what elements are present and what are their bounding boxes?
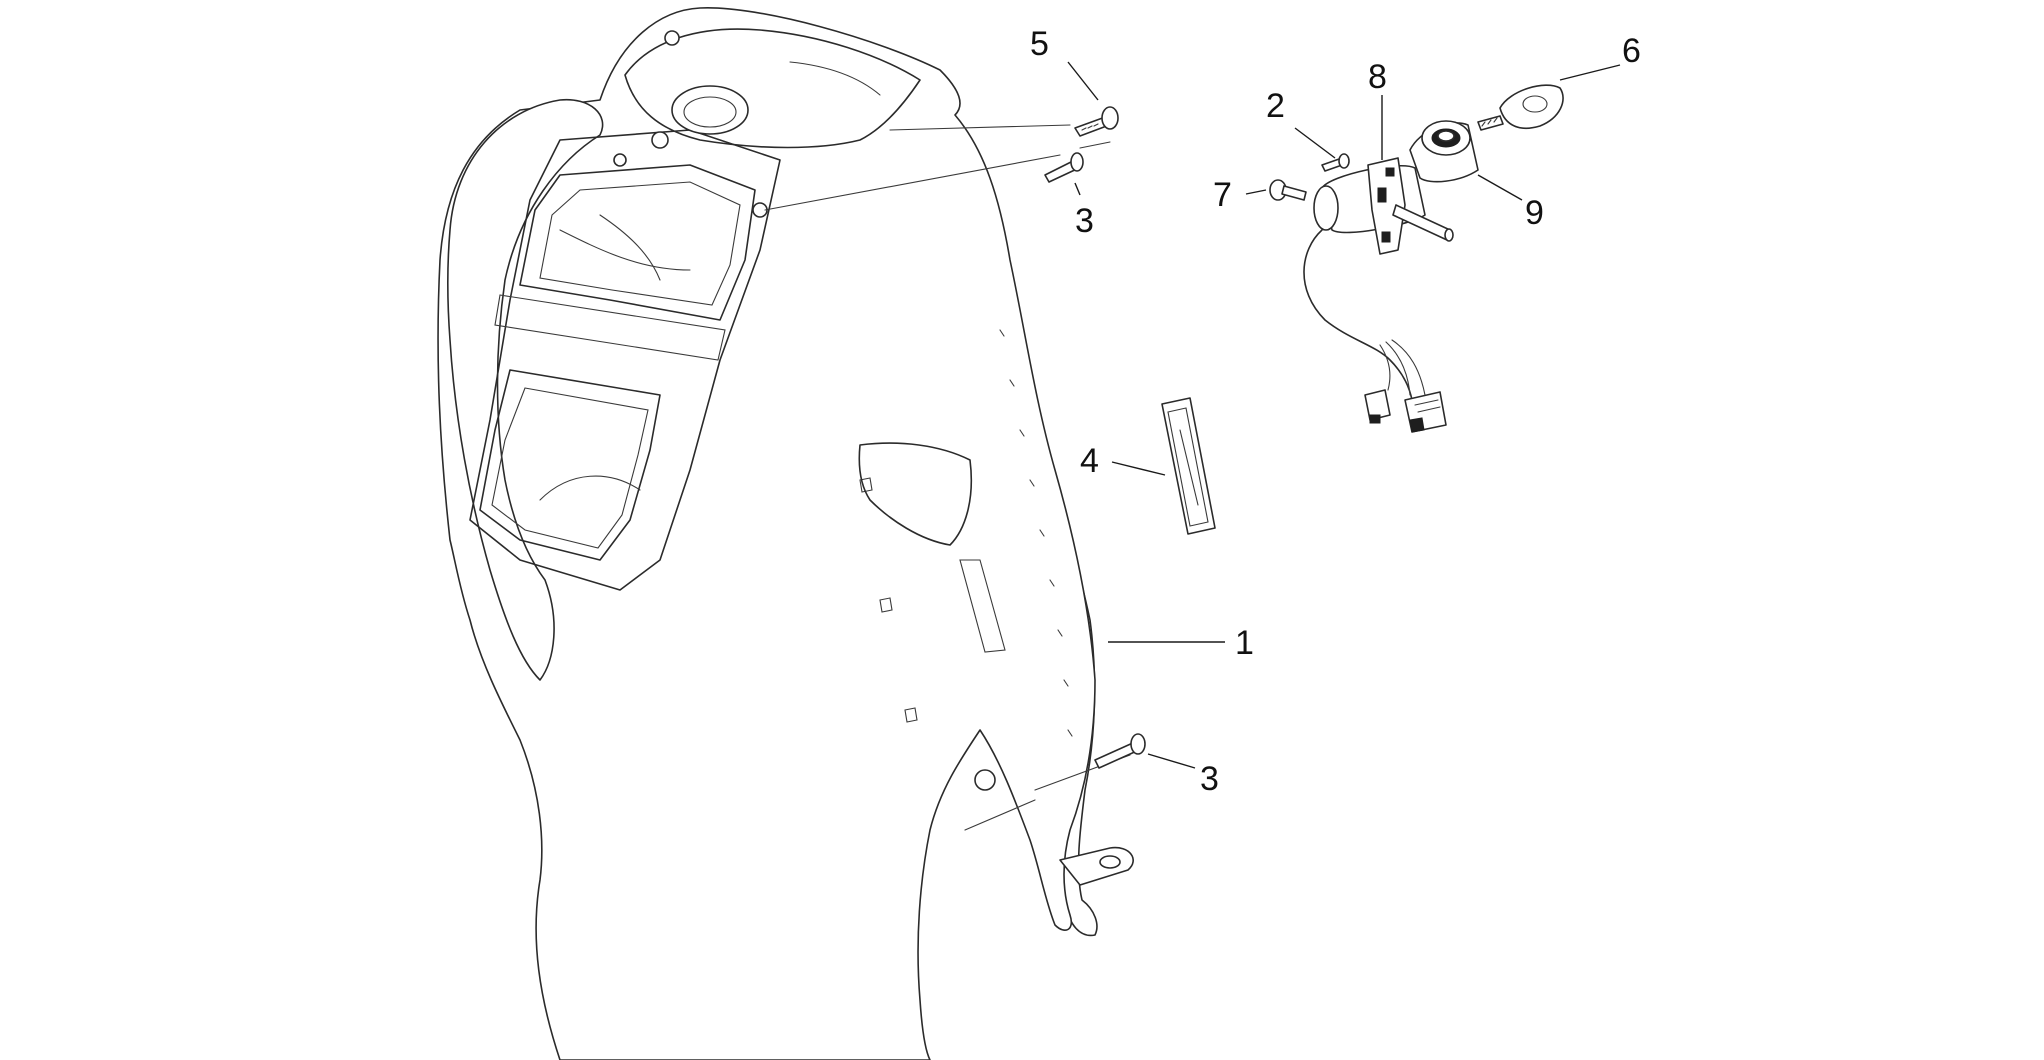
part-7-screw [1269, 179, 1307, 201]
leg-shield-body [437, 7, 1096, 1060]
side-pocket [858, 442, 973, 546]
leader-5 [1067, 61, 1099, 101]
callout-6: 6 [1622, 32, 1641, 70]
callout-3-upper: 3 [1075, 202, 1094, 240]
callout-3-lower: 3 [1200, 760, 1219, 798]
part-9-lock-cylinder [1409, 120, 1479, 183]
leader-7 [1245, 189, 1267, 195]
leader-9 [1477, 174, 1523, 201]
leader-lines [1067, 61, 1621, 769]
leader-6 [1559, 64, 1621, 81]
part-2-screw [1321, 153, 1350, 172]
part-1-leg-shield [437, 7, 1134, 1060]
leg-shield-front-shell [446, 98, 604, 681]
part-5-screw [1074, 106, 1119, 137]
callout-4: 4 [1080, 442, 1099, 480]
glovebox-upper-opening [519, 164, 756, 321]
callout-8: 8 [1368, 58, 1387, 96]
leader-4 [1111, 461, 1166, 476]
callout-2: 2 [1266, 87, 1285, 125]
assembly-lines [764, 124, 1131, 831]
callout-9: 9 [1525, 194, 1544, 232]
part-6-key [1477, 84, 1564, 131]
part-3-screw-lower [1094, 733, 1146, 769]
part-8-switch-body [1313, 157, 1454, 255]
part-3-screw-upper [1044, 152, 1084, 183]
glovebox-lower-opening [479, 369, 661, 561]
callout-labels: 1 2 3 3 4 5 6 7 8 9 [1030, 25, 1641, 798]
glovebox-outer-frame [469, 129, 781, 591]
part-4-plate [1161, 397, 1216, 535]
callout-7: 7 [1213, 176, 1232, 214]
callout-5: 5 [1030, 25, 1049, 63]
ignition-switch-assembly [1269, 84, 1564, 433]
top-recess [624, 28, 921, 149]
leader-3a [1074, 182, 1081, 196]
leader-2 [1294, 127, 1336, 159]
leader-3b [1147, 753, 1196, 769]
switch-wire-harness [1303, 229, 1447, 433]
callout-1: 1 [1235, 624, 1254, 662]
